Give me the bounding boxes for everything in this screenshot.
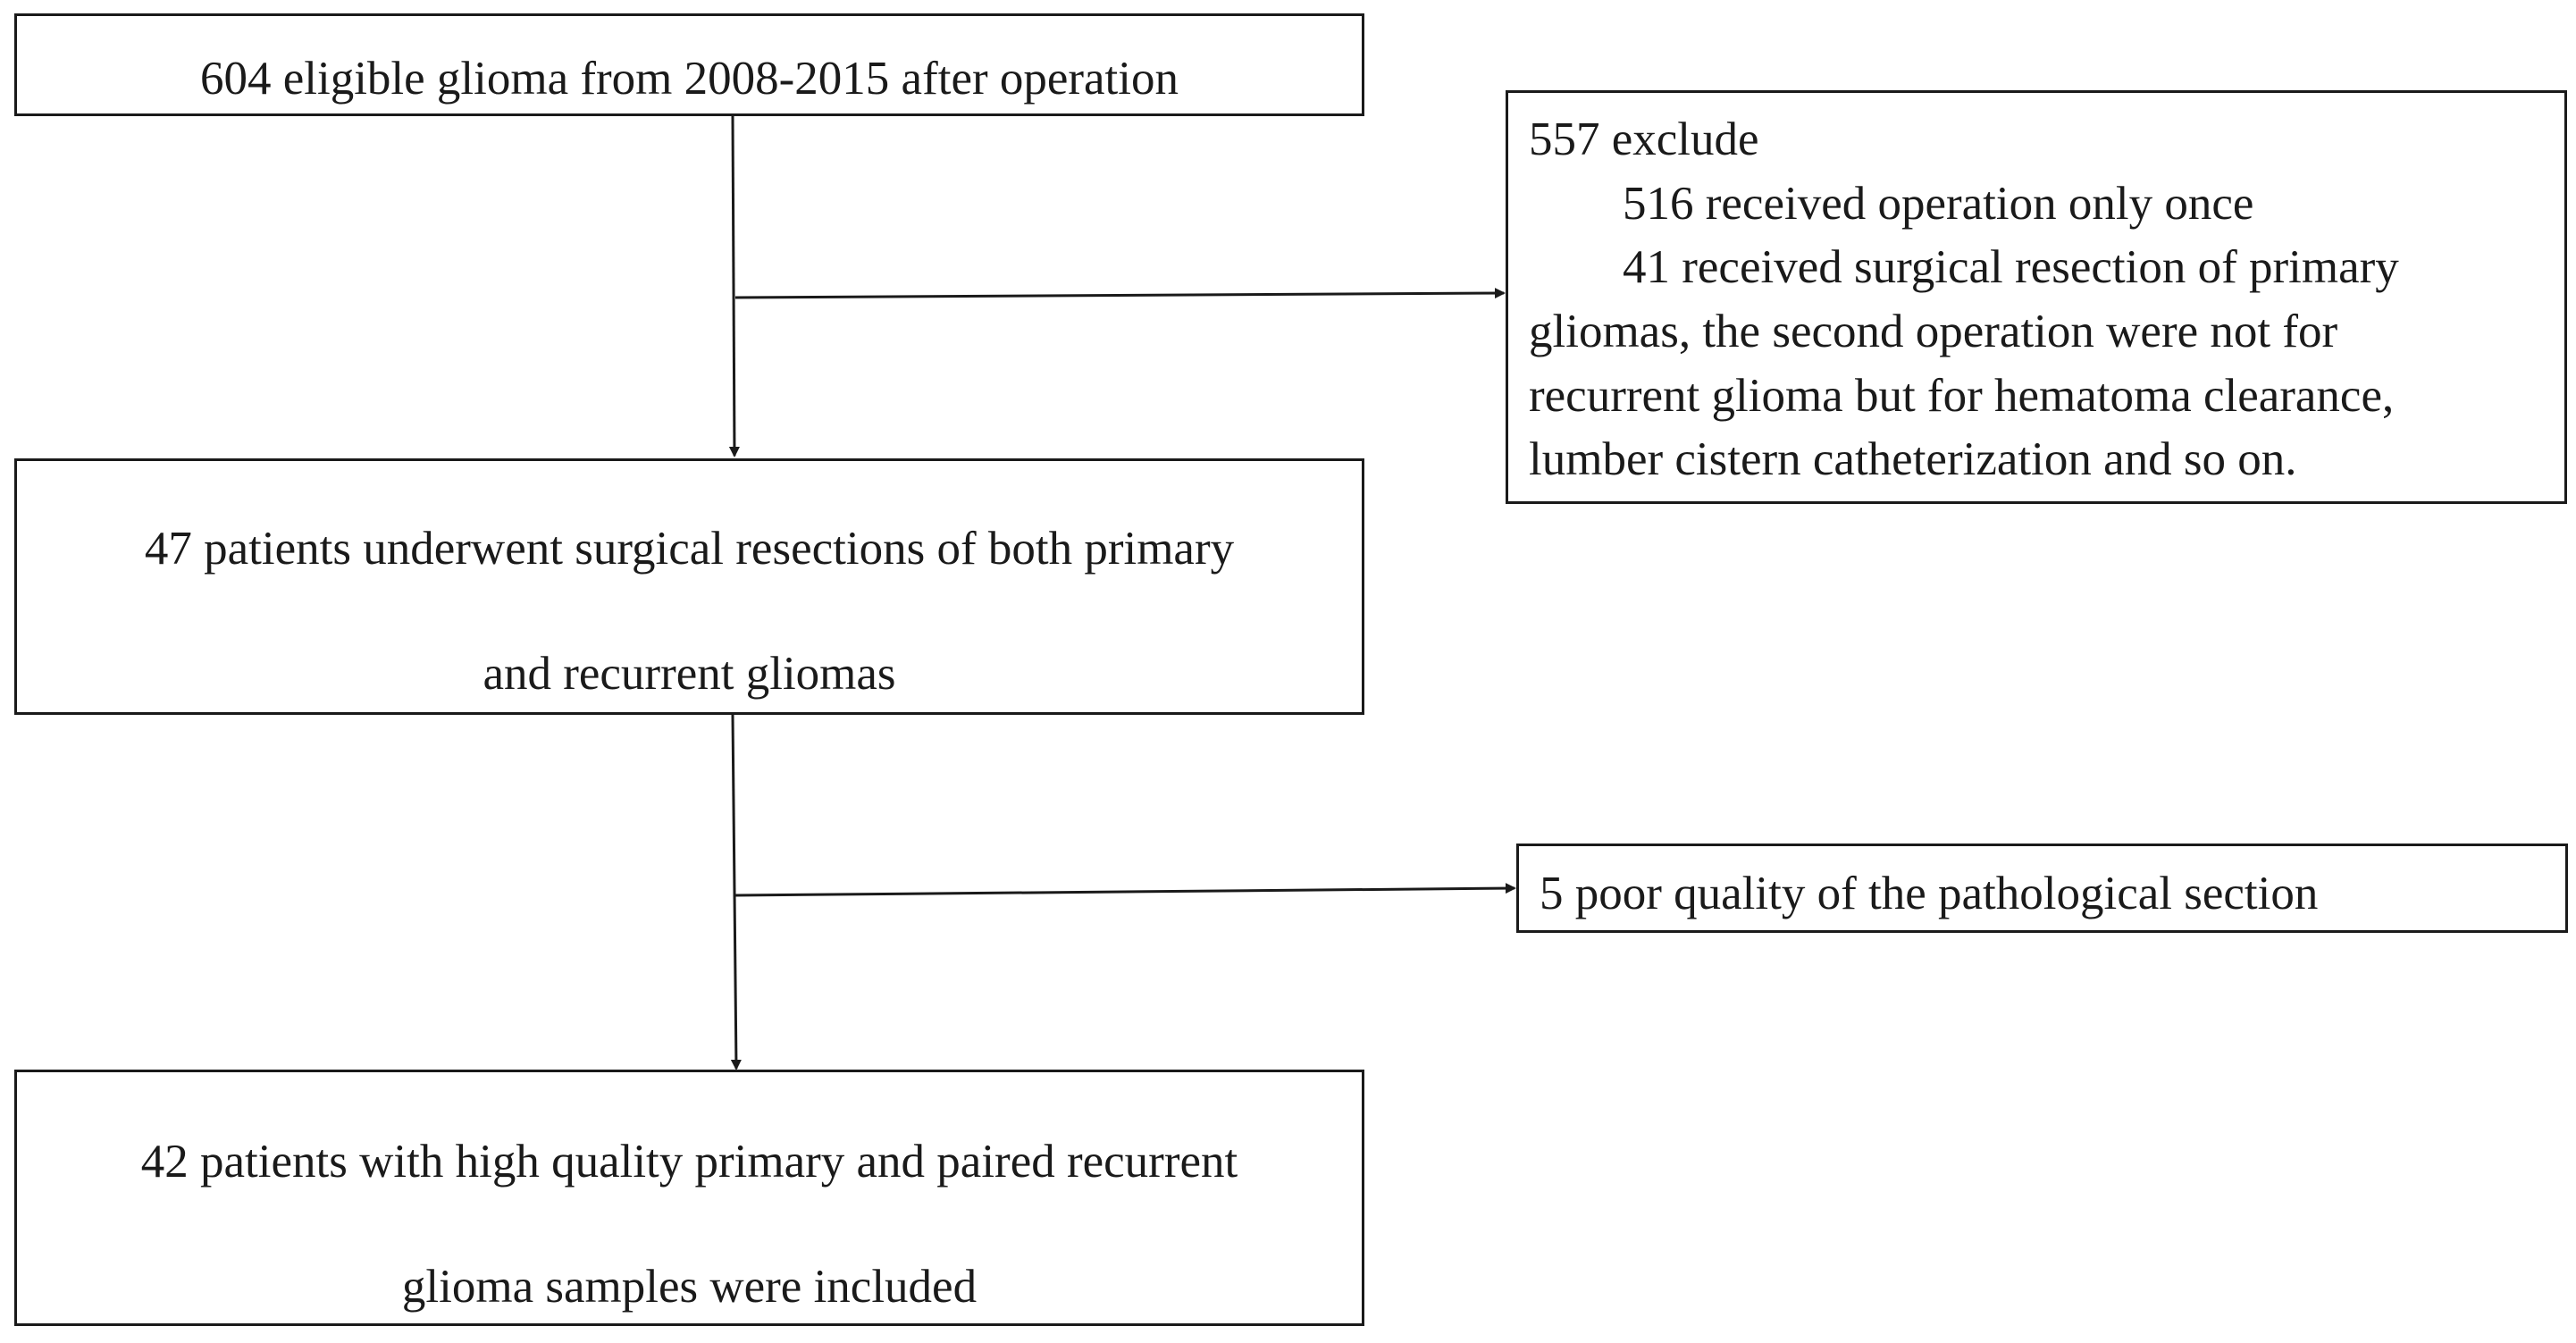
exclusion-1-line-3: gliomas, the second operation were not f…	[1529, 306, 2338, 357]
exclusion-1-box: 557 exclude 516 received operation only …	[1506, 90, 2567, 504]
enrolled-text: 604 eligible glioma from 2008-2015 after…	[199, 53, 1179, 105]
arrow-to-exclusion-2	[734, 883, 1516, 897]
included-box: 42 patients with high quality primary an…	[14, 1070, 1364, 1326]
exclusion-1-heading: 557 exclude	[1529, 113, 1759, 165]
exclusion-1-line-5: lumber cistern catheterization and so on…	[1529, 433, 2297, 485]
both-resections-line-2: and recurrent gliomas	[482, 648, 896, 700]
arrow-enrolled-to-both	[728, 115, 740, 457]
both-resections-box: 47 patients underwent surgical resection…	[14, 458, 1364, 715]
both-resections-line-1: 47 patients underwent surgical resection…	[144, 523, 1235, 575]
arrow-both-to-included	[730, 714, 742, 1070]
exclusion-2-text: 5 poor quality of the pathological secti…	[1540, 868, 2319, 919]
enrolled-box: 604 eligible glioma from 2008-2015 after…	[14, 13, 1364, 116]
included-line-1: 42 patients with high quality primary an…	[140, 1136, 1238, 1188]
arrow-to-exclusion-1	[734, 288, 1506, 299]
exclusion-1-line-2: 41 received surgical resection of primar…	[1623, 241, 2399, 293]
exclusion-2-box: 5 poor quality of the pathological secti…	[1516, 844, 2568, 933]
exclusion-1-line-4: recurrent glioma but for hematoma cleara…	[1529, 370, 2395, 422]
included-line-2: glioma samples were included	[401, 1261, 978, 1313]
exclusion-1-line-1: 516 received operation only once	[1623, 178, 2254, 230]
